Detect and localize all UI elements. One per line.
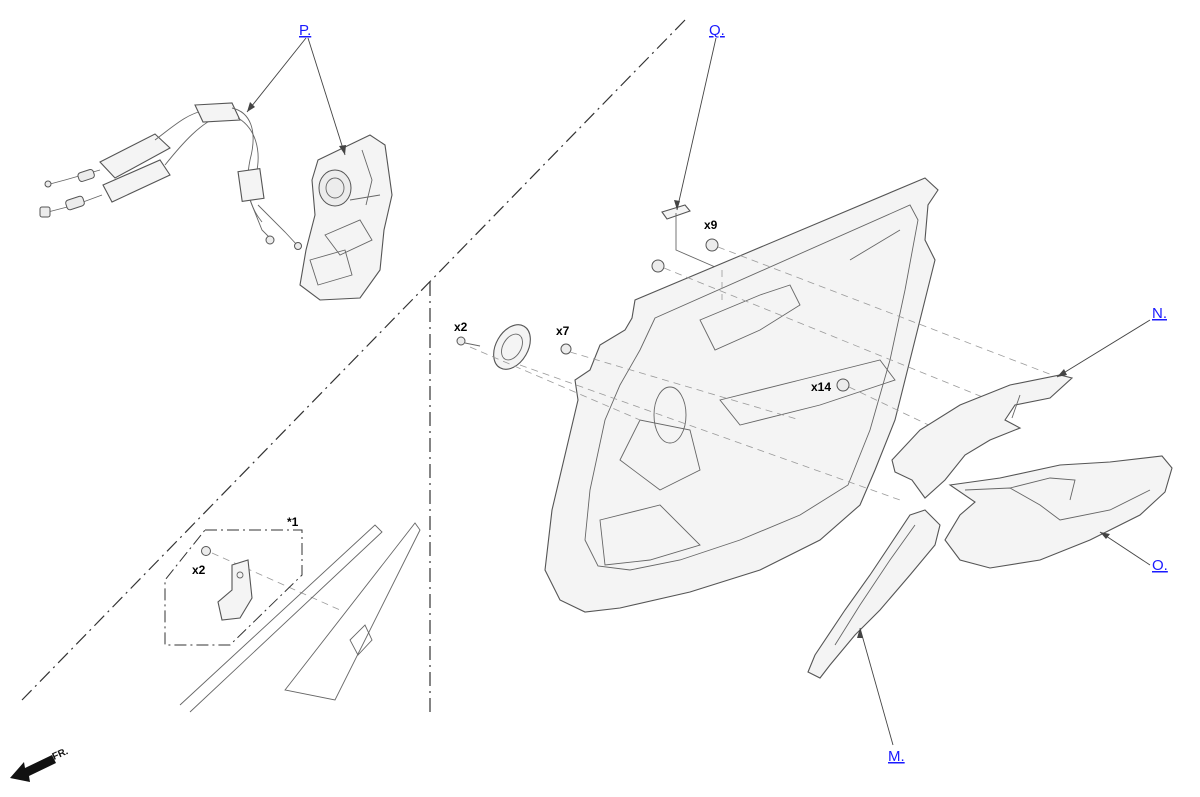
callout-p-link[interactable]: P. [299,22,311,39]
door-frame-edge [179,522,421,713]
callout-m-link[interactable]: M. [888,748,905,765]
callout-q-link[interactable]: Q. [709,22,725,39]
leader-arrowheads [247,102,1110,638]
front-direction-label: FR. [51,746,70,763]
fasteners [456,238,850,392]
leader-lines [246,37,1151,746]
inset-detail [164,529,303,646]
speaker-ring [493,324,531,370]
lower-garnish-strip [807,509,941,679]
inset-note: *1 [287,515,299,529]
quantity-x2-speaker: x2 [454,320,468,334]
front-direction-arrow-icon [10,755,56,782]
armrest-upper-garnish [891,374,1074,499]
door-lock-body [299,134,393,301]
callout-o-link[interactable]: O. [1152,557,1168,574]
quantity-x7: x7 [556,324,570,338]
door-lock-cable-assembly [39,102,302,250]
door-trim-board [544,177,939,613]
quantity-x9: x9 [704,218,718,232]
quantity-x14: x14 [811,380,831,394]
armrest-assembly [944,455,1173,569]
quantity-x2-inset: x2 [192,563,206,577]
clip-part [661,204,723,271]
callout-n-link[interactable]: N. [1152,305,1167,322]
section-dividers [21,19,686,715]
